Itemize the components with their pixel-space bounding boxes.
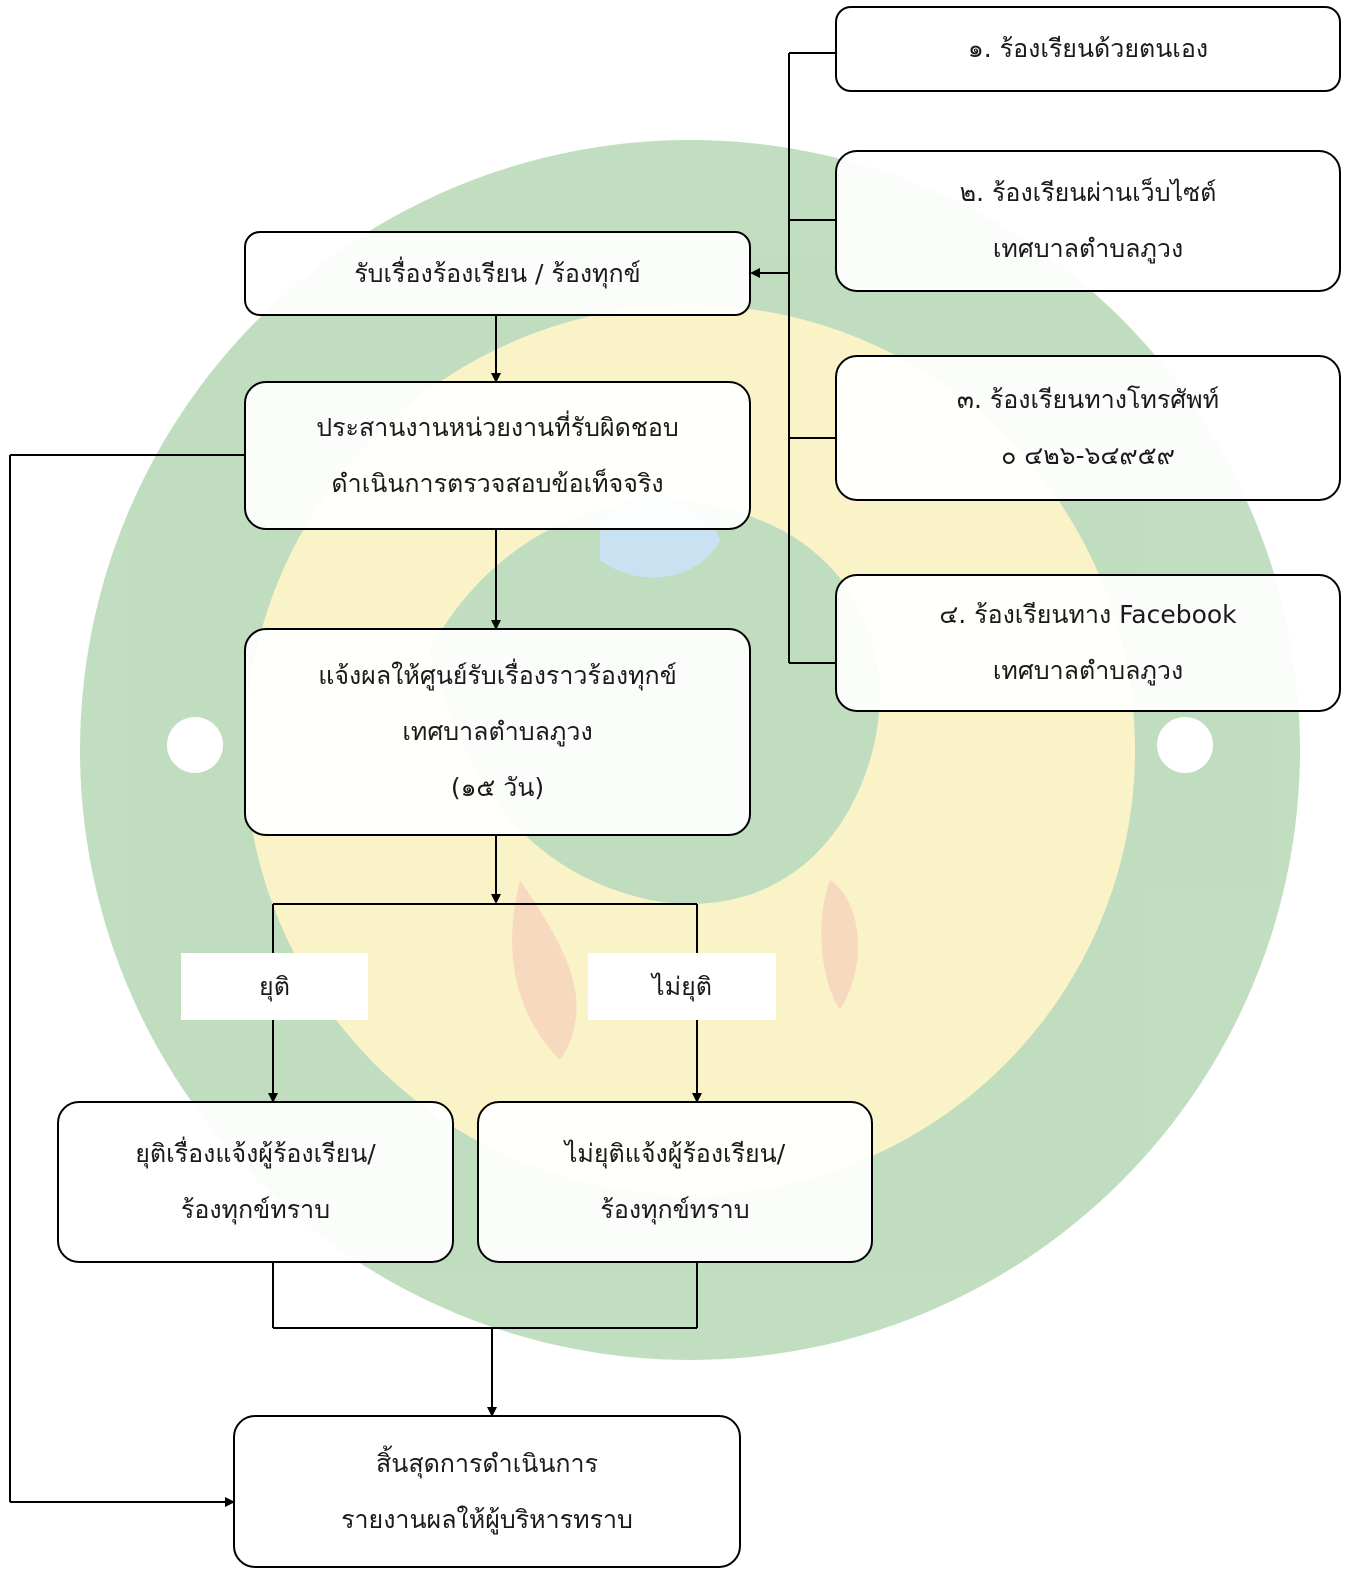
channel-box-4: ๔. ร้องเรียนทาง Facebook เทศบาลตำบลภูวง <box>835 574 1341 712</box>
notify-line-3: (๑๕ วัน) <box>450 773 545 802</box>
channel-3-line-2: ๐ ๔๒๖-๖๔๙๕๙ <box>1001 441 1175 470</box>
branch-label-unresolved: ไม่ยุติ <box>588 953 776 1020</box>
end-line-2: รายงานผลให้ผู้บริหารทราบ <box>341 1504 633 1534</box>
resolved-label-text: ยุติ <box>259 971 290 1001</box>
notify-box: แจ้งผลให้ศูนย์รับเรื่องราวร้องทุกข์ เทศบ… <box>244 628 751 836</box>
channel-box-1: ๑. ร้องเรียนด้วยตนเอง <box>835 6 1341 92</box>
end-box: สิ้นสุดการดำเนินการ รายงานผลให้ผู้บริหาร… <box>233 1415 741 1568</box>
channel-4-line-2: เทศบาลตำบลภูวง <box>992 656 1184 685</box>
channel-box-3: ๓. ร้องเรียนทางโทรศัพท์ ๐ ๔๒๖-๖๔๙๕๙ <box>835 355 1341 501</box>
coordinate-box: ประสานงานหน่วยงานที่รับผิดชอบ ดำเนินการต… <box>244 381 751 530</box>
unresolved-line-1: ไม่ยุติแจ้งผู้ร้องเรียน/ <box>564 1139 786 1168</box>
unresolved-label-text: ไม่ยุติ <box>652 971 712 1001</box>
receive-box: รับเรื่องร้องเรียน / ร้องทุกข์ <box>244 231 751 316</box>
receive-text: รับเรื่องร้องเรียน / ร้องทุกข์ <box>354 258 641 288</box>
coordinate-line-2: ดำเนินการตรวจสอบข้อเท็จจริง <box>331 468 664 498</box>
resolved-line-1: ยุติเรื่องแจ้งผู้ร้องเรียน/ <box>135 1139 376 1168</box>
channel-1-line-1: ๑. ร้องเรียนด้วยตนเอง <box>967 34 1209 63</box>
channel-3-line-1: ๓. ร้องเรียนทางโทรศัพท์ <box>956 385 1220 414</box>
channel-4-line-1: ๔. ร้องเรียนทาง Facebook <box>939 600 1237 629</box>
end-line-1: สิ้นสุดการดำเนินการ <box>375 1448 599 1478</box>
branch-label-resolved: ยุติ <box>181 953 368 1020</box>
channel-2-line-1: ๒. ร้องเรียนผ่านเว็บไซต์ <box>959 178 1217 207</box>
channel-box-2: ๒. ร้องเรียนผ่านเว็บไซต์ เทศบาลตำบลภูวง <box>835 150 1341 292</box>
coordinate-line-1: ประสานงานหน่วยงานที่รับผิดชอบ <box>316 412 679 442</box>
unresolved-line-2: ร้องทุกข์ทราบ <box>600 1195 750 1224</box>
resolved-line-2: ร้องทุกข์ทราบ <box>180 1195 331 1224</box>
notify-line-2: เทศบาลตำบลภูวง <box>402 717 593 746</box>
notify-line-1: แจ้งผลให้ศูนย์รับเรื่องราวร้องทุกข์ <box>318 661 677 690</box>
channel-2-line-2: เทศบาลตำบลภูวง <box>992 234 1184 263</box>
resolved-box: ยุติเรื่องแจ้งผู้ร้องเรียน/ ร้องทุกข์ทรา… <box>57 1101 454 1263</box>
unresolved-box: ไม่ยุติแจ้งผู้ร้องเรียน/ ร้องทุกข์ทราบ <box>477 1101 873 1263</box>
